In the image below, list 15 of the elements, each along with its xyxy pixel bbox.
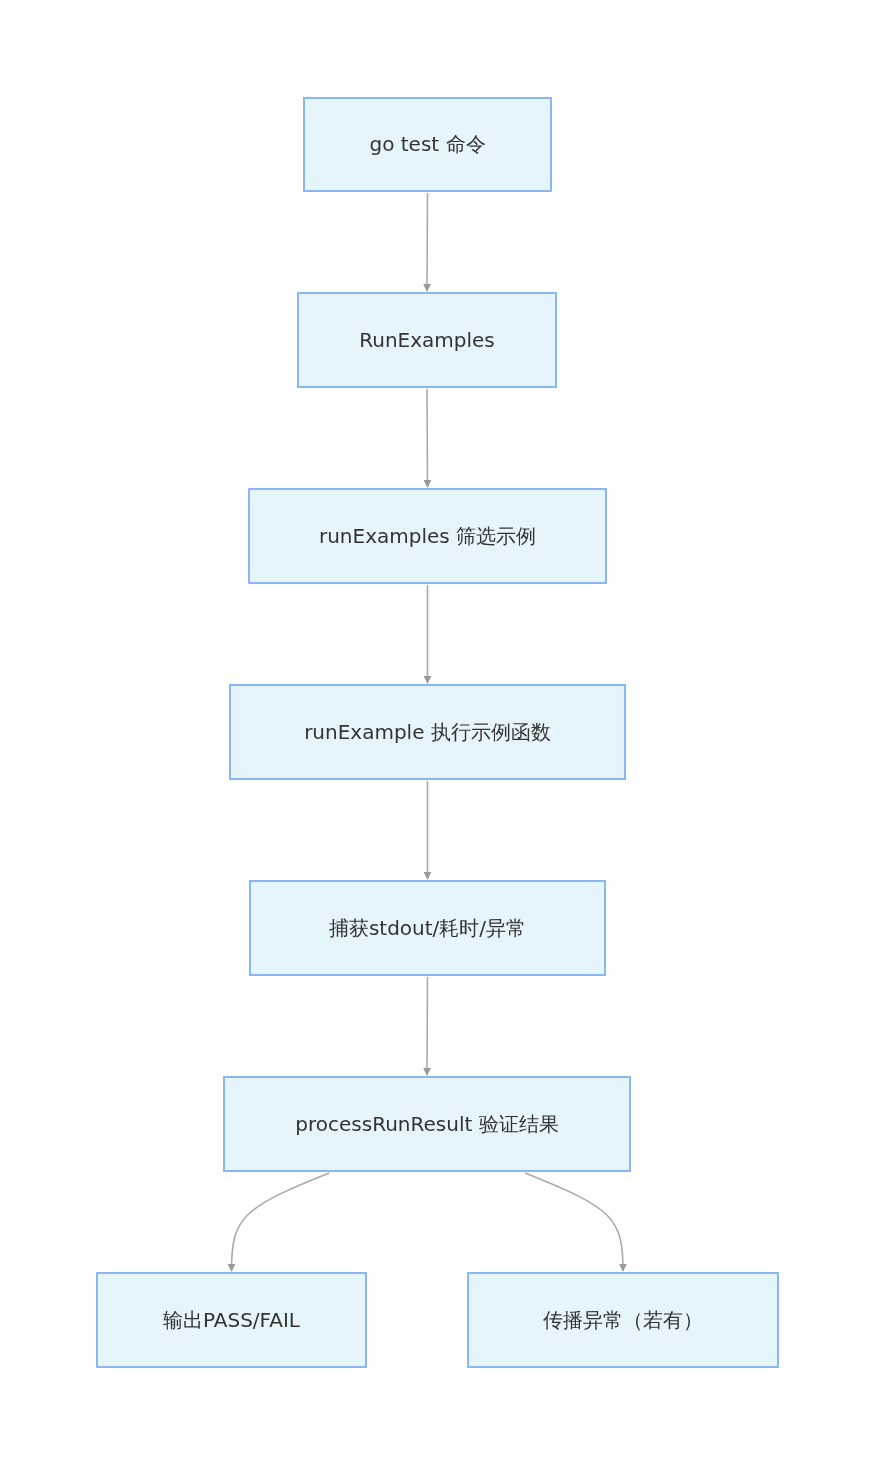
process-box: 输出PASS/FAIL [96, 1272, 367, 1368]
arrow [423, 780, 432, 880]
arrow [524, 1172, 627, 1272]
process-box: processRunResult 验证结果 [223, 1076, 631, 1172]
arrow [227, 1172, 331, 1272]
process-box: runExamples 筛选示例 [248, 488, 607, 584]
arrow [423, 976, 432, 1076]
arrow [423, 388, 432, 488]
arrow [423, 192, 432, 292]
process-box: 捕获stdout/耗时/异常 [249, 880, 606, 976]
process-box: runExample 执行示例函数 [229, 684, 626, 780]
process-box: RunExamples [297, 292, 557, 388]
process-box: go test 命令 [303, 97, 552, 192]
process-box: 传播异常（若有） [467, 1272, 779, 1368]
arrow [423, 584, 432, 684]
